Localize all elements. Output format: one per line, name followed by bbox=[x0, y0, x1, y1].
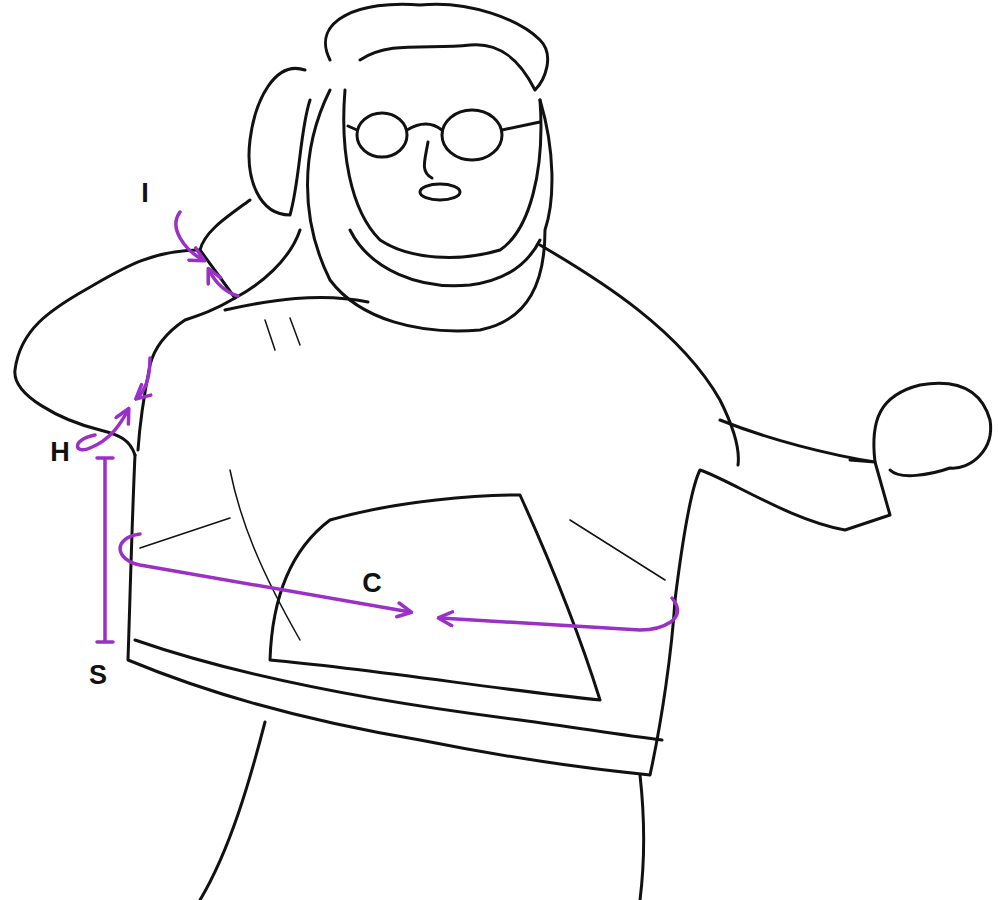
measure-arrow bbox=[440, 598, 678, 630]
mouth bbox=[420, 184, 460, 200]
glasses-lens bbox=[357, 113, 407, 157]
measurement-marks bbox=[78, 212, 678, 642]
dimension-line bbox=[97, 458, 113, 642]
sleeve-cuff bbox=[200, 200, 300, 298]
measurement-label: C bbox=[362, 570, 382, 597]
measurement-label: S bbox=[89, 662, 107, 689]
face bbox=[344, 90, 541, 257]
hair bbox=[326, 4, 548, 90]
body-outline bbox=[128, 455, 675, 775]
measure-arrow bbox=[209, 270, 238, 296]
right-hand bbox=[874, 383, 991, 475]
figure bbox=[15, 4, 991, 900]
glasses-lens bbox=[442, 110, 502, 160]
measure-arrow bbox=[137, 358, 150, 398]
right-sleeve bbox=[675, 420, 890, 600]
measure-arrow bbox=[78, 410, 129, 450]
raised-sleeve bbox=[15, 250, 200, 455]
measurement-label: H bbox=[50, 439, 70, 466]
raised-hand bbox=[249, 68, 310, 215]
legs bbox=[200, 722, 644, 900]
hood bbox=[308, 90, 552, 331]
glasses-bridge bbox=[348, 122, 540, 130]
hem-band bbox=[135, 640, 662, 740]
nose bbox=[424, 142, 432, 178]
inner-sleeve bbox=[138, 298, 235, 450]
measure-arrow bbox=[120, 534, 410, 612]
fold-line bbox=[140, 318, 665, 640]
measure-arrow bbox=[176, 212, 203, 260]
shoulder-line bbox=[225, 245, 738, 465]
measurement-label: I bbox=[141, 180, 149, 207]
